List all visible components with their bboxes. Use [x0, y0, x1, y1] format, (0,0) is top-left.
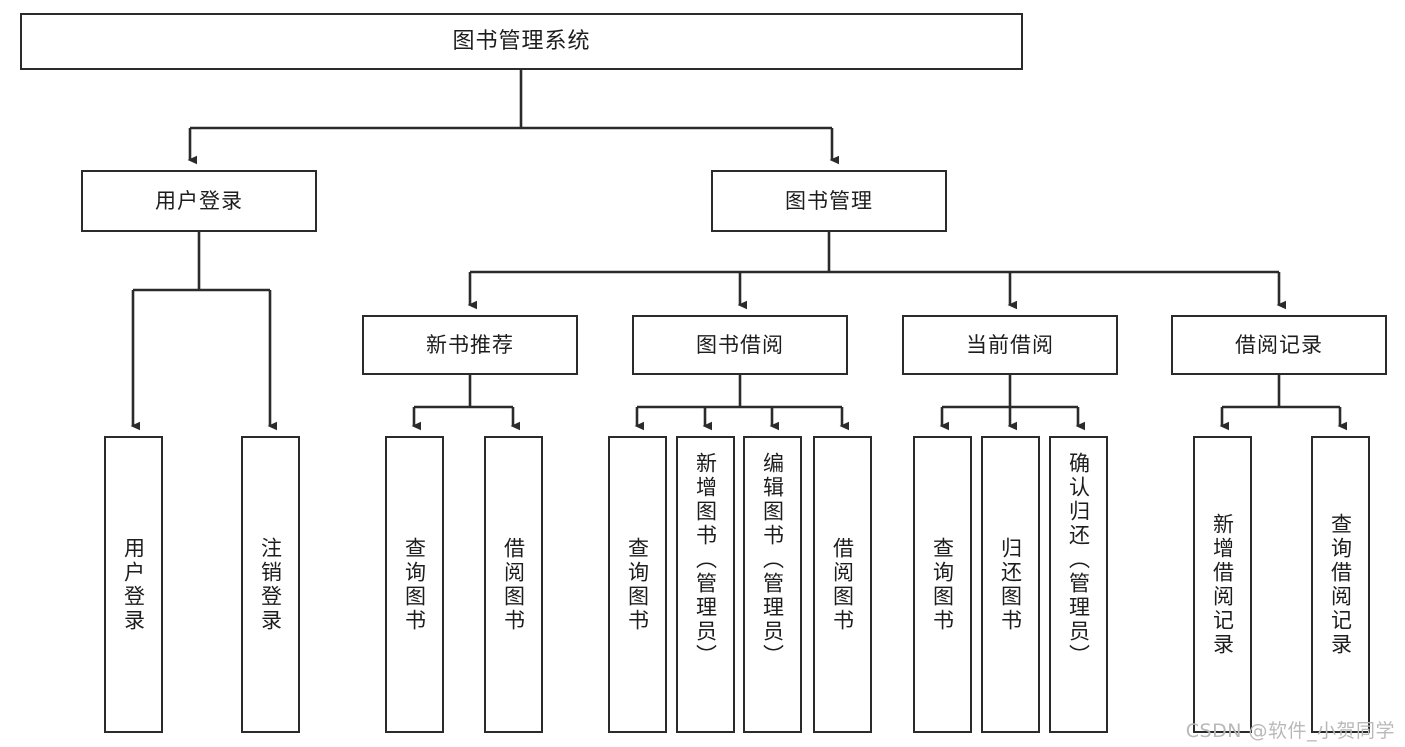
node-label: 图书借阅 — [696, 332, 784, 357]
leaf-current-borrow-confirm-return[interactable]: 确认归还（管理员） — [1049, 436, 1108, 733]
node-new-book-recommend[interactable]: 新书推荐 — [362, 315, 578, 375]
leaf-book-borrow-add[interactable]: 新增图书（管理员） — [676, 436, 735, 733]
leaf-new-book-borrow[interactable]: 借阅图书 — [484, 436, 543, 733]
node-label: 查询借阅记录 — [1328, 512, 1353, 657]
leaf-book-borrow-edit[interactable]: 编辑图书（管理员） — [743, 436, 802, 733]
node-label: 借阅图书 — [830, 536, 855, 633]
node-label: 借阅图书 — [501, 536, 526, 633]
node-user-login[interactable]: 用户登录 — [81, 170, 317, 232]
node-current-borrow[interactable]: 当前借阅 — [902, 315, 1118, 375]
node-root-system[interactable]: 图书管理系统 — [20, 13, 1023, 70]
leaf-current-borrow-return[interactable]: 归还图书 — [981, 436, 1040, 733]
node-label: 确认归还（管理员） — [1066, 452, 1091, 668]
leaf-current-borrow-query[interactable]: 查询图书 — [913, 436, 972, 733]
leaf-book-borrow-query[interactable]: 查询图书 — [608, 436, 667, 733]
node-label: 注销登录 — [258, 536, 283, 633]
node-borrow-record[interactable]: 借阅记录 — [1171, 315, 1387, 375]
node-label: 编辑图书（管理员） — [760, 452, 785, 668]
node-book-management[interactable]: 图书管理 — [711, 170, 947, 232]
node-book-borrow[interactable]: 图书借阅 — [632, 315, 848, 375]
node-label: 查询图书 — [930, 536, 955, 633]
leaf-borrow-record-query[interactable]: 查询借阅记录 — [1311, 436, 1370, 733]
leaf-book-borrow-lend[interactable]: 借阅图书 — [813, 436, 872, 733]
node-label: 图书管理 — [785, 188, 873, 213]
leaf-user-login-signin[interactable]: 用户登录 — [104, 436, 163, 733]
leaf-borrow-record-add[interactable]: 新增借阅记录 — [1193, 436, 1252, 733]
node-label: 图书管理系统 — [452, 28, 591, 54]
node-label: 用户登录 — [155, 188, 243, 213]
node-label: 当前借阅 — [966, 332, 1054, 357]
node-label: 借阅记录 — [1235, 332, 1323, 357]
node-label: 新书推荐 — [426, 332, 514, 357]
node-label: 查询图书 — [402, 536, 427, 633]
leaf-new-book-query[interactable]: 查询图书 — [385, 436, 444, 733]
node-label: 新增借阅记录 — [1210, 512, 1235, 657]
node-label: 归还图书 — [998, 536, 1023, 633]
node-label: 用户登录 — [121, 536, 146, 633]
leaf-user-login-signout[interactable]: 注销登录 — [241, 436, 300, 733]
node-label: 查询图书 — [625, 536, 650, 633]
node-label: 新增图书（管理员） — [693, 452, 718, 668]
